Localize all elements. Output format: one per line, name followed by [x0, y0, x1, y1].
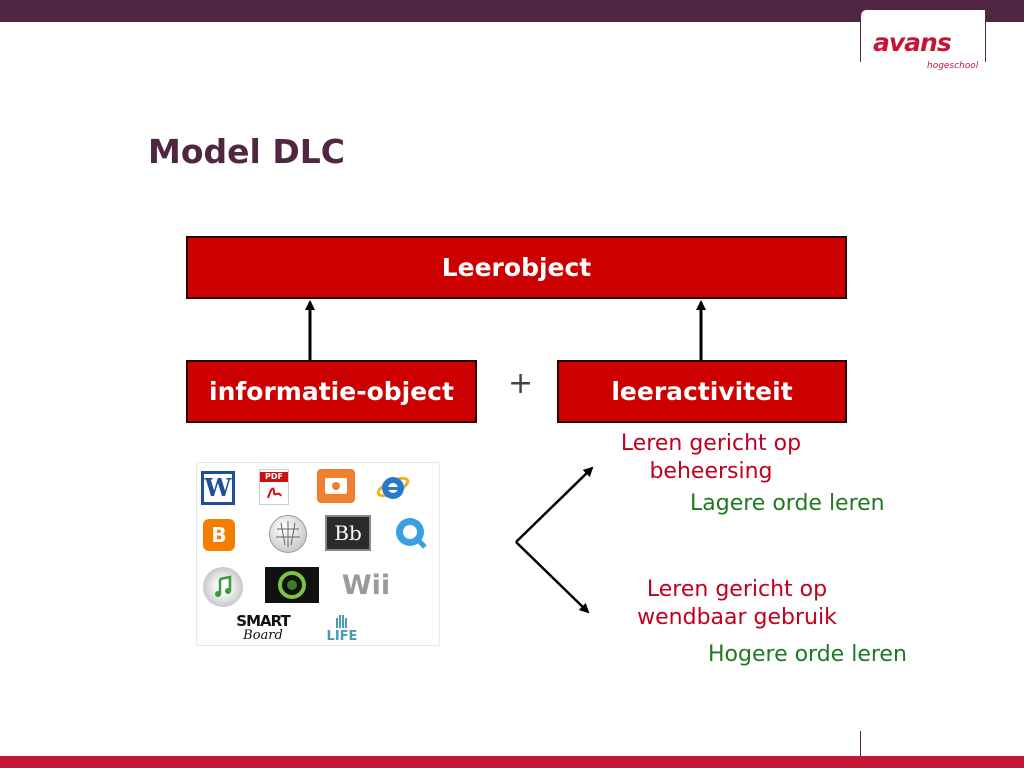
informatie-object-box: informatie-object	[186, 360, 477, 423]
pdf-icon: PDF	[259, 469, 289, 505]
blackboard-icon: Bb	[325, 515, 371, 551]
leeractiviteit-box: leeractiviteit	[557, 360, 847, 423]
outcome-wendbaar-line2: wendbaar gebruik	[637, 605, 837, 630]
informatie-object-label: informatie-object	[209, 377, 454, 406]
outcome-beheersing-line1: Leren gericht op	[620, 431, 802, 456]
wii-logo-icon: Wii	[341, 569, 391, 601]
outcome-wendbaar-line1: Leren gericht op	[646, 577, 828, 602]
quicktime-icon	[393, 515, 429, 551]
plus-operator: +	[508, 366, 534, 401]
outcome-wendbaar: Leren gericht op wendbaar gebruik	[617, 576, 857, 632]
leeractiviteit-label: leeractiviteit	[611, 377, 793, 406]
wikipedia-globe-icon	[269, 515, 307, 553]
itunes-icon	[203, 567, 243, 607]
smartboard-icon: SMART Board	[236, 612, 290, 643]
media-icon-collage: W PDF B Bb W	[196, 462, 440, 646]
internet-explorer-icon	[375, 469, 411, 505]
camtasia-icon	[265, 567, 319, 603]
leerobject-box: Leerobject	[186, 236, 847, 299]
lagere-orde-label: Lagere orde leren	[690, 491, 885, 516]
leerobject-label: Leerobject	[441, 253, 592, 282]
blogger-icon: B	[203, 519, 235, 551]
logo-tab: avans hogeschool	[860, 10, 986, 71]
header-bar	[0, 0, 1024, 22]
hogere-orde-label: Hogere orde leren	[708, 642, 907, 667]
outcome-beheersing: Leren gericht op beheersing	[596, 430, 826, 486]
page-title: Model DLC	[148, 132, 345, 171]
logo-brand: avans	[873, 28, 952, 57]
presentation-icon	[317, 469, 355, 503]
branch-arrow-upper	[515, 466, 594, 543]
word-icon: W	[201, 471, 235, 505]
second-life-icon: LIFE	[321, 609, 363, 647]
branch-arrow-lower	[515, 541, 590, 614]
logo-subtitle: hogeschool	[927, 61, 979, 71]
footer-bar	[0, 756, 1024, 768]
footer-divider	[860, 731, 861, 756]
outcome-beheersing-line2: beheersing	[649, 459, 773, 484]
